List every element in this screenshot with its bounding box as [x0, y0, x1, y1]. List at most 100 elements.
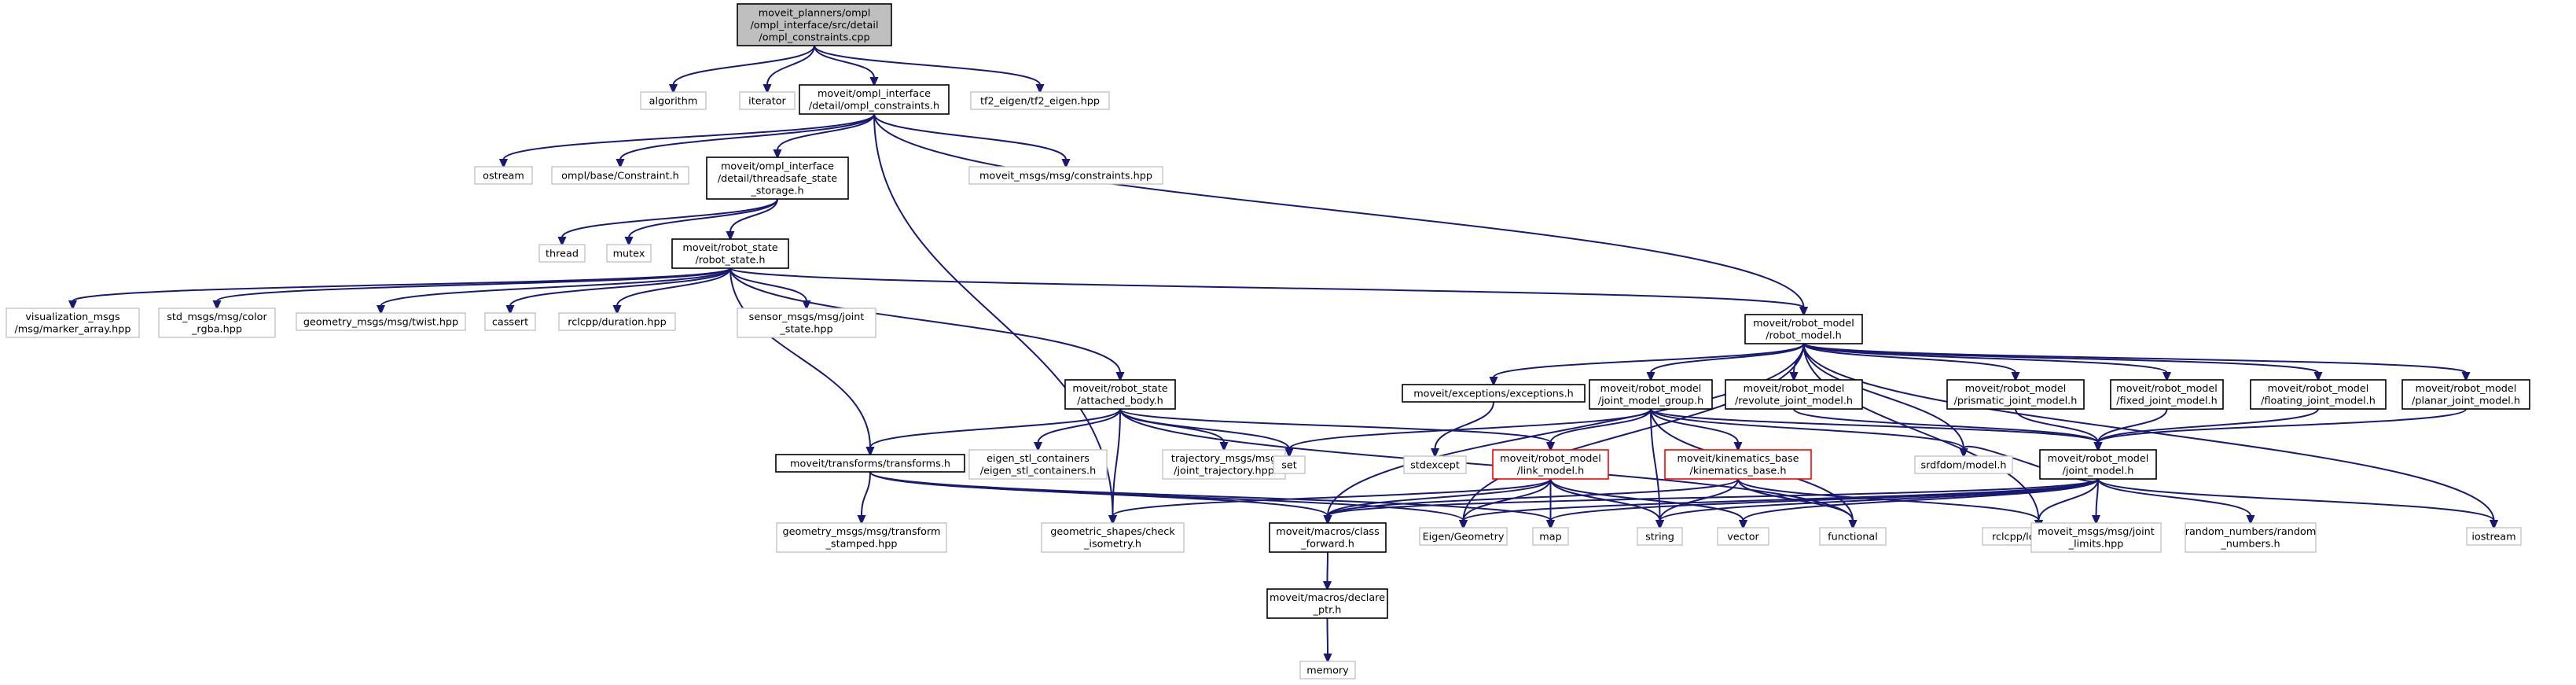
node-revolute[interactable]: moveit/robot_model/revolute_joint_model.… [1725, 379, 1863, 410]
edge-robot_model_h-to-exceptions [1489, 343, 1805, 387]
node-mutex: mutex [606, 244, 652, 263]
node-exceptions[interactable]: moveit/exceptions/exceptions.h [1402, 384, 1586, 403]
node-fixed[interactable]: moveit/robot_model/fixed_joint_model.h [2110, 379, 2224, 410]
node-box [1269, 522, 1387, 553]
node-joint-model-group[interactable]: moveit/robot_model/joint_model_group.h [1589, 379, 1713, 410]
node-label: _state.hpp [779, 324, 832, 336]
node-label: moveit_planners/ompl [759, 7, 871, 19]
edge-planar-to-joint_model [2093, 408, 2467, 452]
edge-ompl_constraints_h-to-ompl_constraint [616, 113, 875, 169]
node-box [1402, 384, 1586, 403]
edge-joint_model-to-string [1655, 478, 2099, 530]
node-label: /prismatic_joint_model.h [1954, 396, 2078, 407]
edge-root-to-tf2_eigen [814, 45, 1045, 94]
edge-robot_model_h-to-prismatic [1802, 343, 2020, 382]
edge-ompl_constraints_h-to-robot_model_h [873, 113, 1809, 317]
edge-robot_state-to-robot_model_h [729, 267, 1809, 317]
node-label: moveit/robot_state [682, 242, 777, 254]
node-label: moveit/robot_model [1753, 318, 1854, 330]
node-transform-stamped: geometry_msgs/msg/transform_stamped.hpp [776, 522, 947, 553]
node-label: moveit/robot_model [2268, 383, 2369, 395]
node-label: moveit/robot_model [1500, 453, 1601, 465]
node-label: moveit/robot_model [1965, 383, 2067, 395]
node-label: mutex [613, 248, 645, 260]
node-label: /detail/threadsafe_state [718, 173, 837, 185]
node-srdfdom: srdfdom/model.h [1914, 455, 2013, 474]
node-floating[interactable]: moveit/robot_model/floating_joint_model.… [2250, 379, 2387, 410]
node-cassert: cassert [484, 312, 536, 331]
edge-joint_model-to-map [1545, 478, 2099, 530]
node-box [1041, 522, 1185, 553]
node-kinematics-base[interactable]: moveit/kinematics_base/kinematics_base.h [1664, 449, 1812, 480]
edge-root-to-iterator [763, 45, 815, 94]
edge-ompl_constraints_h-to-ostream [498, 113, 875, 169]
node-joint-model[interactable]: moveit/robot_model/joint_model.h [2039, 449, 2157, 480]
node-box [1403, 455, 1467, 474]
node-label: map [1539, 531, 1561, 543]
node-label: ostream [483, 170, 524, 182]
node-label: moveit/macros/class [1276, 526, 1380, 538]
node-label: moveit_msgs/msg/constraints.hpp [979, 170, 1152, 182]
node-label: moveit/macros/declare [1270, 592, 1385, 604]
node-label: moveit/exceptions/exceptions.h [1413, 388, 1574, 400]
node-robot-state[interactable]: moveit/robot_state/robot_state.h [671, 238, 789, 269]
node-ompl-constraints-h[interactable]: moveit/ompl_interface/detail/ompl_constr… [799, 84, 950, 115]
node-threadsafe[interactable]: moveit/ompl_interface/detail/threadsafe_… [706, 157, 849, 200]
edge-root-to-algorithm [668, 45, 815, 94]
edge-joint_model_group-to-link_model [1545, 408, 1652, 452]
node-box [776, 522, 947, 553]
node-transforms[interactable]: moveit/transforms/transforms.h [775, 454, 965, 473]
node-label: visualization_msgs [25, 311, 120, 323]
node-attached-body[interactable]: moveit/robot_state/attached_body.h [1064, 379, 1176, 410]
edge-joint_model-to-joint_limits [2091, 478, 2101, 525]
node-string: string [1637, 527, 1683, 546]
node-box [2110, 379, 2224, 410]
node-box [484, 312, 536, 331]
node-box [1744, 314, 1863, 344]
node-label: /msg/marker_array.hpp [14, 324, 130, 336]
node-label: /kinematics_base.h [1690, 466, 1787, 477]
node-box [799, 84, 950, 115]
node-label: geometric_shapes/check [1050, 526, 1175, 538]
node-planar[interactable]: moveit/robot_model/planar_joint_model.h [2401, 379, 2530, 410]
node-constraints-hpp: moveit_msgs/msg/constraints.hpp [968, 166, 1163, 185]
edge-joint_model_group-to-srdfdom [1650, 408, 1968, 459]
node-label: moveit_msgs/msg/joint [2038, 526, 2155, 538]
node-layer: moveit_planners/ompl/ompl_interface/src/… [6, 3, 2530, 679]
node-box [1637, 527, 1683, 546]
node-label: string [1645, 531, 1674, 543]
node-root[interactable]: moveit_planners/ompl/ompl_interface/src/… [737, 3, 892, 46]
node-iostream: iostream [2466, 527, 2522, 546]
node-class-forward[interactable]: moveit/macros/class_forward.h [1269, 522, 1387, 553]
node-box [775, 454, 965, 473]
node-label: _forward.h [1300, 539, 1354, 551]
node-box [2401, 379, 2530, 410]
node-label: /eigen_stl_containers.h [980, 466, 1096, 477]
edge-declare_ptr-to-memory [1323, 617, 1332, 664]
node-joint-state: sensor_msgs/msg/joint_state.hpp [737, 308, 876, 338]
node-label: /planar_joint_model.h [2412, 396, 2520, 407]
node-box [968, 449, 1108, 480]
node-map: map [1532, 527, 1569, 546]
node-label: /revolute_joint_model.h [1735, 396, 1853, 407]
node-label: _isometry.h [1083, 539, 1141, 551]
node-box [640, 91, 707, 110]
node-joint-limits: moveit_msgs/msg/joint_limits.hpp [2030, 522, 2162, 553]
edge-threadsafe-to-mutex [624, 198, 778, 247]
node-vector: vector [1717, 527, 1769, 546]
node-box [739, 91, 796, 110]
node-prismatic[interactable]: moveit/robot_model/prismatic_joint_model… [1946, 379, 2085, 410]
node-label: tf2_eigen/tf2_eigen.hpp [980, 95, 1100, 107]
node-link-model[interactable]: moveit/robot_model/link_model.h [1492, 449, 1609, 480]
node-joint-trajectory: trajectory_msgs/msg/joint_trajectory.hpp [1162, 449, 1286, 480]
node-declare-ptr[interactable]: moveit/macros/declare_ptr.h [1266, 588, 1388, 619]
node-label: /joint_model.h [2063, 466, 2134, 477]
node-box [1717, 527, 1769, 546]
node-duration: rclcpp/duration.hpp [558, 312, 676, 331]
node-label: _stamped.hpp [825, 539, 898, 551]
node-label: eigen_stl_containers [987, 453, 1090, 465]
node-label: sensor_msgs/msg/joint [749, 311, 865, 323]
node-box [2039, 449, 2157, 480]
node-robot-model-h[interactable]: moveit/robot_model/robot_model.h [1744, 314, 1863, 344]
